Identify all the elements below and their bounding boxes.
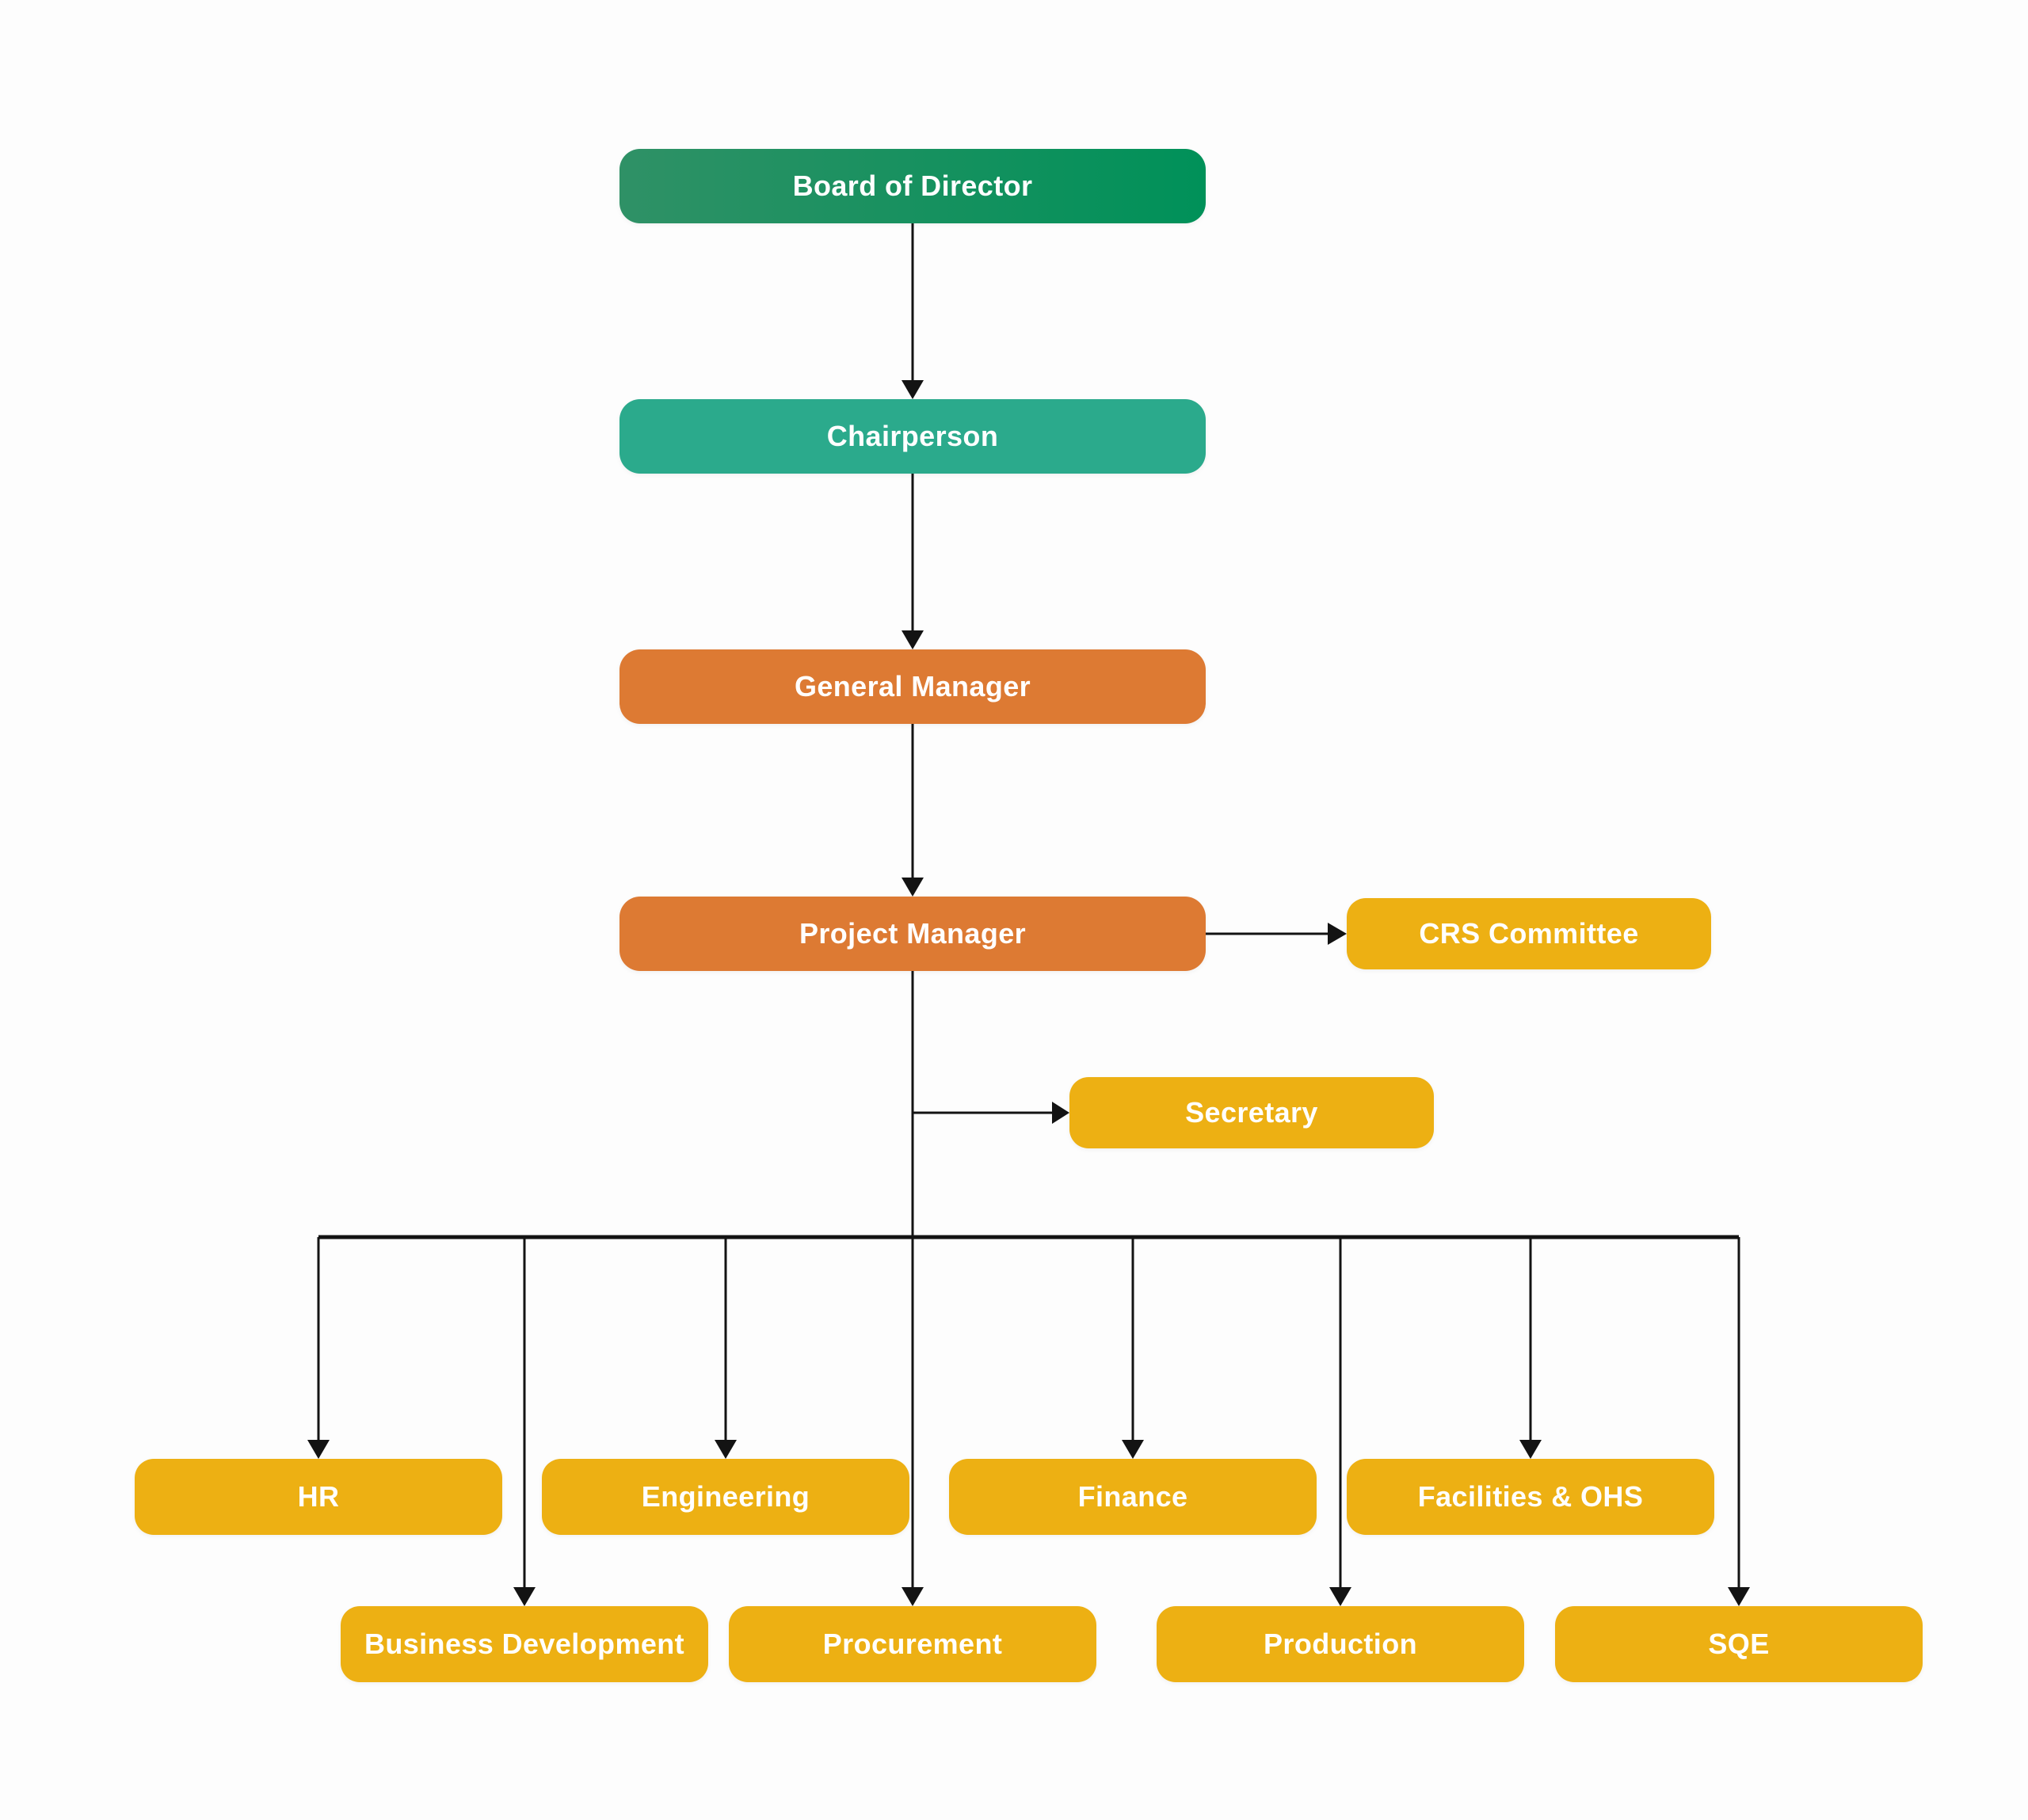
node-label: Facilities & OHS (1417, 1480, 1644, 1513)
node-finance: Finance (949, 1459, 1317, 1535)
edge-rail-to-sqe (1728, 1237, 1750, 1606)
node-label: General Manager (794, 670, 1031, 702)
node-label: Production (1264, 1628, 1417, 1660)
node-label: Secretary (1185, 1096, 1318, 1129)
node-procurement: Procurement (729, 1606, 1096, 1682)
node-hr: HR (135, 1459, 502, 1535)
node-label: Procurement (822, 1628, 1003, 1660)
node-secretary: Secretary (1069, 1077, 1434, 1148)
node-crs-committee: CRS Committee (1347, 898, 1711, 969)
node-general-manager: General Manager (619, 649, 1206, 724)
edge-rail-to-hr (307, 1237, 330, 1459)
node-label: Finance (1077, 1480, 1188, 1513)
node-label: Project Manager (799, 917, 1027, 950)
edge-board-to-chairperson (902, 223, 924, 399)
node-business-development: Business Development (341, 1606, 708, 1682)
node-board-of-director: Board of Director (619, 149, 1206, 223)
node-sqe: SQE (1555, 1606, 1923, 1682)
node-engineering: Engineering (542, 1459, 909, 1535)
node-label: Business Development (364, 1628, 685, 1660)
node-facilities-ohs: Facilities & OHS (1347, 1459, 1714, 1535)
edge-general-manager-to-project-manager (902, 724, 924, 897)
edge-rail-to-business-development (513, 1237, 536, 1606)
edge-rail-to-facilities-ohs (1519, 1237, 1542, 1459)
edge-rail-to-engineering (715, 1237, 737, 1459)
node-label: CRS Committee (1419, 917, 1639, 950)
node-chairperson: Chairperson (619, 399, 1206, 474)
node-label: HR (297, 1480, 340, 1513)
node-label: SQE (1708, 1628, 1770, 1660)
edge-project-manager-to-secretary (913, 1102, 1069, 1124)
edge-chairperson-to-general-manager (902, 474, 924, 649)
node-label: Engineering (641, 1480, 810, 1513)
edge-project-manager-to-crs-committee (1206, 923, 1347, 945)
edge-rail-to-procurement (902, 1237, 924, 1606)
edge-rail-to-production (1329, 1237, 1351, 1606)
node-label: Board of Director (792, 169, 1033, 202)
node-production: Production (1157, 1606, 1524, 1682)
edge-rail-to-finance (1122, 1237, 1144, 1459)
node-label: Chairperson (826, 420, 999, 452)
node-project-manager: Project Manager (619, 897, 1206, 971)
